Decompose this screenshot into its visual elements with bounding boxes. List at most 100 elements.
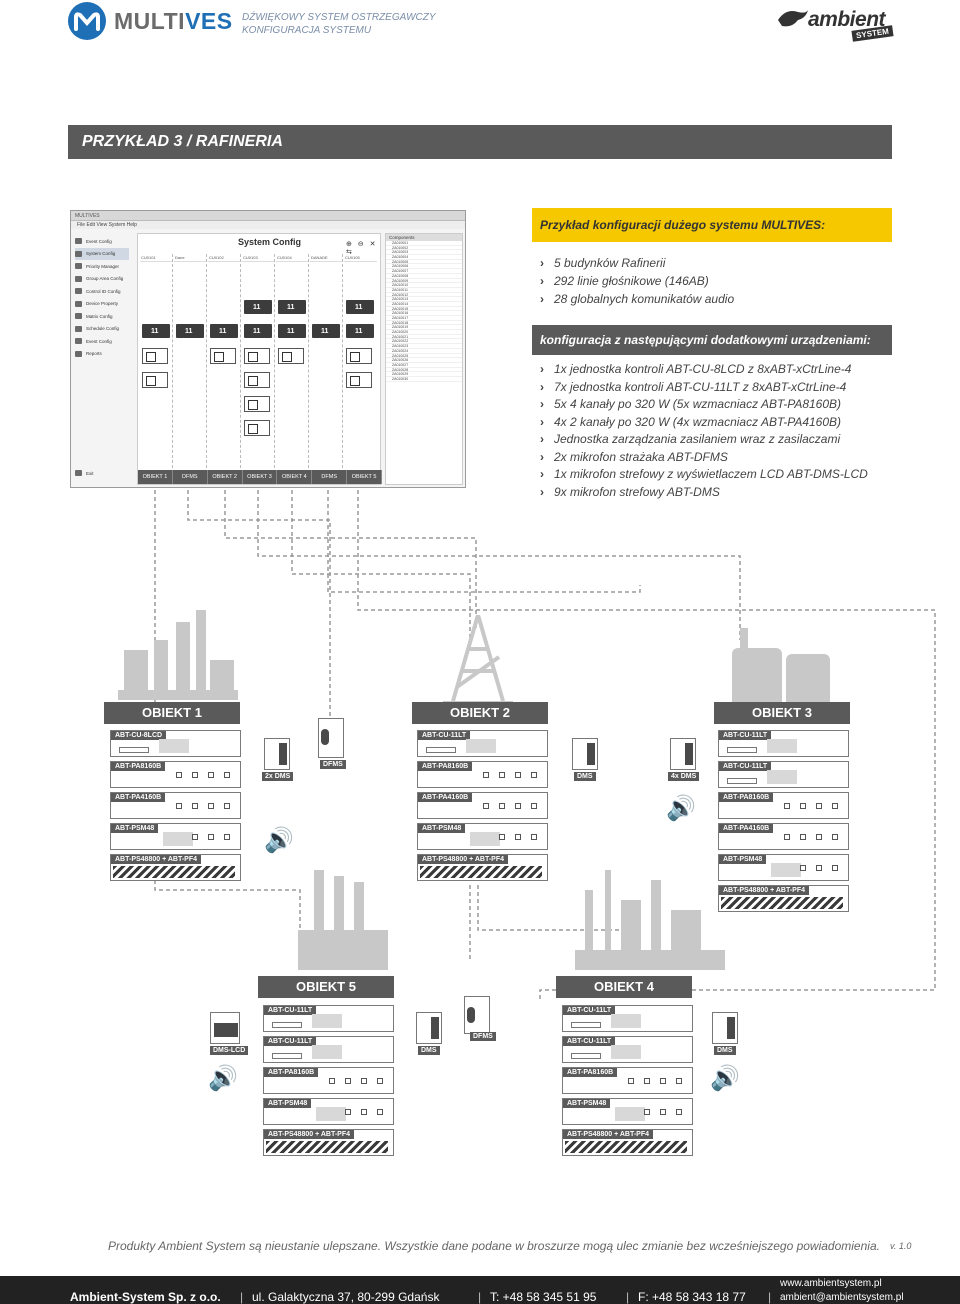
device-list: 1x jednostka kontroli ABT-CU-8LCD z 8xAB…	[540, 361, 868, 501]
shot-main-panel: System Config ⊕ ⊖ ✕ ⇆ CU0101 Dane CU0102…	[137, 233, 383, 485]
shot-column: Dane	[174, 254, 207, 468]
dfms-microphone	[318, 718, 344, 758]
device-item: 4x 2 kanały po 320 W (4x wzmacniacz ABT-…	[540, 414, 868, 432]
shot-component-row: ZA010006	[386, 264, 462, 270]
dms-microphone	[670, 738, 696, 770]
config-icon	[75, 275, 82, 282]
shot-component-row: ZA010015	[386, 307, 462, 312]
device-tag: 2x DMS	[262, 772, 294, 781]
rack-unit: ABT-PS48800 + ABT-PF4	[110, 854, 241, 881]
info-item: 28 globalnych komunikatów audio	[540, 290, 734, 308]
rack-unit: ABT-PA4160B	[718, 823, 849, 850]
rack-unit: ABT-PA4160B	[417, 792, 548, 819]
multives-m-icon	[68, 2, 106, 40]
speaker-icon: 🔊	[710, 1064, 740, 1092]
shot-component-row: ZA010017	[386, 316, 462, 321]
header-subtitle-line2: KONFIGURACJA SYSTEMU	[242, 25, 372, 36]
shot-sidebar-item: Schedule Config	[75, 323, 129, 336]
shot-component-row: ZA010003	[386, 250, 462, 256]
rack-unit: ABT-PA8160B	[263, 1067, 394, 1094]
section-title-bar: PRZYKŁAD 3 / RAFINERIA	[68, 125, 892, 159]
shot-component-row: ZA010030	[386, 377, 462, 382]
shot-column: CU0103	[242, 254, 275, 468]
shot-menu-bar: File Edit View System Help	[71, 221, 465, 229]
shot-bottom-tabs: OBIEKT 1 DFMS OBIEKT 2 OBIEKT 3 OBIEKT 4…	[138, 470, 383, 484]
shot-component-row: ZA010022	[386, 339, 462, 345]
shot-heading: System Config	[238, 237, 302, 247]
shot-sidebar-item: Control ID Config	[75, 285, 129, 298]
rack-unit: ABT-PSM48	[263, 1098, 394, 1125]
rack-unit: ABT-CU-11LT	[263, 1036, 394, 1063]
config-icon	[75, 238, 82, 245]
exit-icon	[75, 470, 82, 477]
version-label: v. 1.0	[890, 1241, 912, 1251]
shot-tab: OBIEKT 5	[347, 470, 383, 484]
ambient-logo: ambient SYSTEM	[776, 2, 894, 44]
disclaimer: Produkty Ambient System są nieustanie ul…	[108, 1239, 880, 1253]
info-heading2-bar: konfiguracja z następującymi dodatkowymi…	[532, 325, 892, 355]
config-icon	[75, 288, 82, 295]
shot-sidebar-item: Matrix Config	[75, 310, 129, 323]
device-tag: DMS-LCD	[210, 1046, 249, 1055]
rack-unit: ABT-PSM48	[110, 823, 241, 850]
device-item: 2x mikrofon strażaka ABT-DFMS	[540, 449, 868, 467]
config-icon	[75, 350, 82, 357]
shot-window-title: MULTIVES	[71, 211, 465, 221]
multives-logo: MULTIVES	[68, 2, 233, 40]
config-icon	[75, 325, 82, 332]
shot-component-row: ZA010002	[386, 246, 462, 251]
dms-microphone	[712, 1012, 738, 1044]
info-heading: Przykład konfiguracji dużego systemu MUL…	[540, 218, 826, 232]
device-item: 7x jednostka kontroli ABT-CU-11LT z 8xAB…	[540, 379, 868, 397]
device-item: 1x mikrofon strefowy z wyświetlaczem LCD…	[540, 466, 868, 484]
shot-tab: DFMS	[312, 470, 348, 484]
device-tag: DMS	[574, 772, 596, 781]
device-item: Jednostka zarządzania zasilaniem wraz z …	[540, 431, 868, 449]
shot-column: CU0105	[344, 254, 377, 468]
shot-zoom-tools: ⊕ ⊖ ✕ ⇆	[346, 241, 378, 256]
tank-building-icon	[726, 628, 836, 708]
shot-component-row: ZA010025	[386, 354, 462, 359]
footer-links: www.ambientsystem.pl	[780, 1276, 960, 1304]
footer-web[interactable]: www.ambientsystem.pl	[780, 1278, 882, 1289]
shot-sidebar-item: Reports	[75, 348, 129, 361]
shot-component-row: ZA010018	[386, 321, 462, 326]
shot-sidebar-item: Group Area Config	[75, 273, 129, 286]
info-heading-bar: Przykład konfiguracji dużego systemu MUL…	[532, 208, 892, 242]
rack-unit: ABT-PS48800 + ABT-PF4	[562, 1129, 693, 1156]
obiekt3-label: OBIEKT 3	[714, 702, 850, 724]
shot-components-head: Components	[386, 234, 462, 241]
rack-unit: ABT-PA4160B	[110, 792, 241, 819]
rack-unit: ABT-PA8160B	[417, 761, 548, 788]
shot-component-row: ZA010008	[386, 274, 462, 279]
shot-component-row: ZA010014	[386, 302, 462, 307]
obiekt4-label: OBIEKT 4	[556, 976, 692, 998]
device-item: 9x mikrofon strefowy ABT-DMS	[540, 484, 868, 502]
shot-component-row: ZA010012	[386, 293, 462, 298]
shot-sidebar: Event Config System Config Priority Mana…	[75, 235, 129, 485]
shot-component-row: ZA010004	[386, 255, 462, 260]
shot-sidebar-item: Event Config	[75, 335, 129, 348]
shot-column: DANADE	[310, 254, 343, 468]
rack-unit: ABT-CU-11LT	[263, 1005, 394, 1032]
shot-component-row: ZA010026	[386, 358, 462, 363]
obiekt1-label: OBIEKT 1	[104, 702, 240, 724]
rack-unit: ABT-PA8160B	[718, 792, 849, 819]
footer-email[interactable]: ambient@ambientsystem.pl	[780, 1292, 904, 1303]
shot-component-row: ZA010001	[386, 241, 462, 246]
shot-component-row: ZA010016	[386, 311, 462, 316]
header-subtitle: DŹWIĘKOWY SYSTEM OSTRZEGAWCZY KONFIGURAC…	[242, 11, 436, 37]
rack-unit: ABT-PA8160B	[110, 761, 241, 788]
device-tag: DFMS	[470, 1032, 496, 1041]
rack-unit: ABT-CU-11LT	[417, 730, 548, 757]
info-list: 5 budynków Rafinerii 292 linie głośnikow…	[540, 254, 734, 308]
shot-exit: Exit	[75, 467, 94, 480]
oil-rig-icon	[443, 615, 513, 705]
rack-unit: ABT-PSM48	[417, 823, 548, 850]
shot-component-row: ZA010010	[386, 283, 462, 288]
rack-unit: ABT-CU-11LT	[718, 730, 849, 757]
software-screenshot: MULTIVES File Edit View System Help Even…	[70, 210, 466, 488]
config-icon	[75, 250, 82, 257]
info-item: 292 linie głośnikowe (146AB)	[540, 272, 734, 290]
